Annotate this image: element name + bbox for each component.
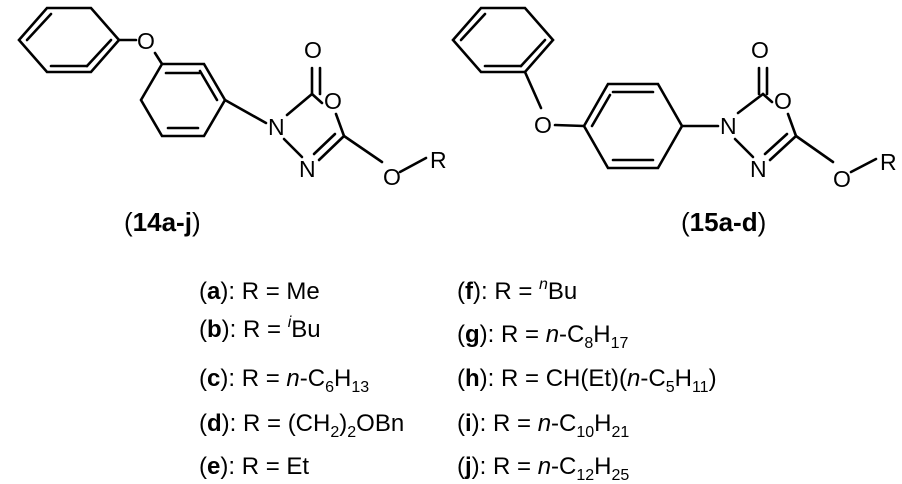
- substituent-row-f: (f): R = nBu: [457, 276, 578, 305]
- oxadiazolone-ring-left: N O O N: [268, 37, 346, 182]
- oxadiazolone-ring-right: N O O N: [720, 37, 798, 182]
- r-group-label: R: [880, 149, 897, 175]
- compound-label-14: (14a-j): [124, 207, 201, 237]
- alkoxy-oxygen: O: [383, 164, 401, 190]
- substituent-row-h: (h): R = CH(Et)(n-C5H11): [457, 365, 717, 396]
- compound-label-15: (15a-d): [681, 207, 767, 237]
- substituent-row-j: (j): R = n-C12H25: [457, 453, 630, 484]
- ether-oxygen: O: [534, 112, 552, 138]
- r-group-label: R: [430, 147, 447, 173]
- phenyl-ring-right: [451, 6, 555, 74]
- phenylene-ring-para: [582, 82, 684, 170]
- ring-oxygen: O: [774, 88, 792, 114]
- substituent-row-i: (i): R = n-C10H21: [457, 410, 630, 441]
- alkoxy-oxygen: O: [833, 166, 851, 192]
- ring-nitrogen-4: N: [750, 156, 767, 182]
- substituent-row-e: (e): R = Et: [199, 453, 310, 480]
- substituent-row-d: (d): R = (CH2)2OBn: [199, 410, 405, 441]
- ring-oxygen: O: [324, 88, 342, 114]
- carbonyl-oxygen: O: [751, 37, 769, 63]
- phenylene-ring-meta: [139, 62, 227, 138]
- carbonyl-oxygen: O: [304, 37, 322, 63]
- ether-oxygen: O: [137, 28, 155, 54]
- structure-14: O N O O N O R: [17, 6, 447, 190]
- substituent-row-g: (g): R = n-C8H17: [457, 321, 629, 352]
- substituent-row-c: (c): R = n-C6H13: [199, 365, 370, 396]
- phenyl-ring-left: [17, 6, 121, 74]
- ring-nitrogen-3: N: [720, 113, 737, 139]
- substituent-row-a: (a): R = Me: [199, 278, 320, 305]
- substituent-row-b: (b): R = iBu: [199, 314, 321, 343]
- ring-nitrogen-3: N: [268, 114, 285, 140]
- ring-nitrogen-4: N: [299, 156, 316, 182]
- structure-15: O N O O N O R: [451, 6, 897, 192]
